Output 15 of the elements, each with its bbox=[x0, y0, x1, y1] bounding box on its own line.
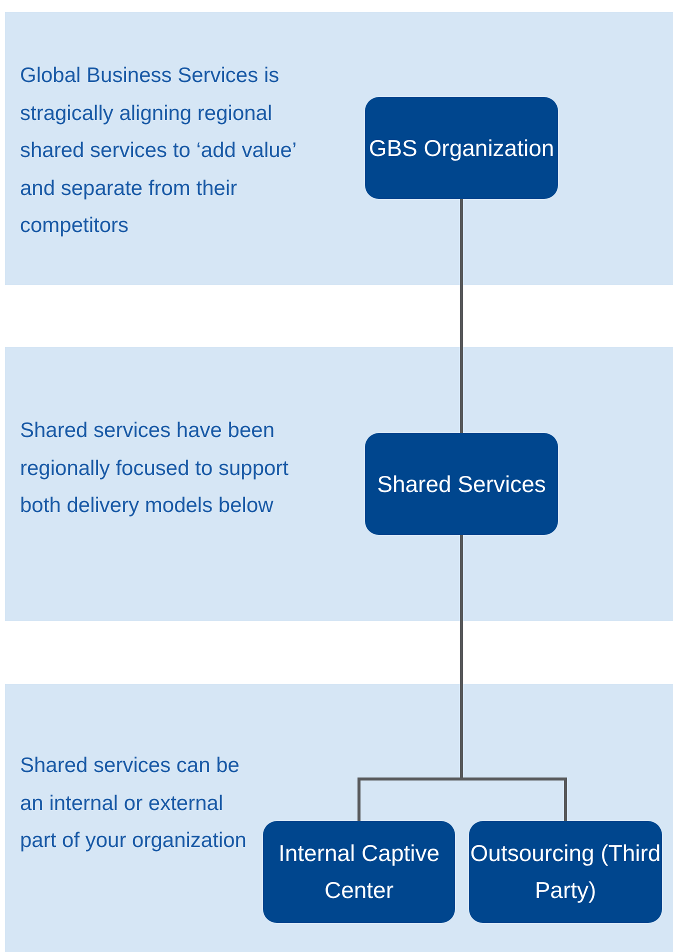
description-text: Shared services can be an internal or external part of your organization bbox=[20, 753, 248, 854]
description-text: Shared services have been regionally focused to support both delivery models below bbox=[20, 418, 290, 519]
process-box bbox=[365, 97, 558, 199]
box-label: GBS Organization bbox=[368, 134, 554, 163]
process-box bbox=[263, 821, 455, 923]
connector-line bbox=[460, 199, 463, 433]
box-label: Internal Captive Center bbox=[277, 839, 441, 905]
box-label: Outsourcing (Third Party) bbox=[469, 839, 662, 905]
process-box bbox=[365, 433, 558, 535]
band-panel bbox=[5, 347, 673, 621]
process-box bbox=[469, 821, 662, 923]
description-text: Global Business Services is stragically aligning regional shared services to ‘add value’ and separate from their competitors bbox=[20, 63, 297, 239]
band-panel bbox=[5, 12, 673, 285]
box-label: Shared Services bbox=[377, 470, 546, 498]
band-panel bbox=[5, 684, 673, 952]
